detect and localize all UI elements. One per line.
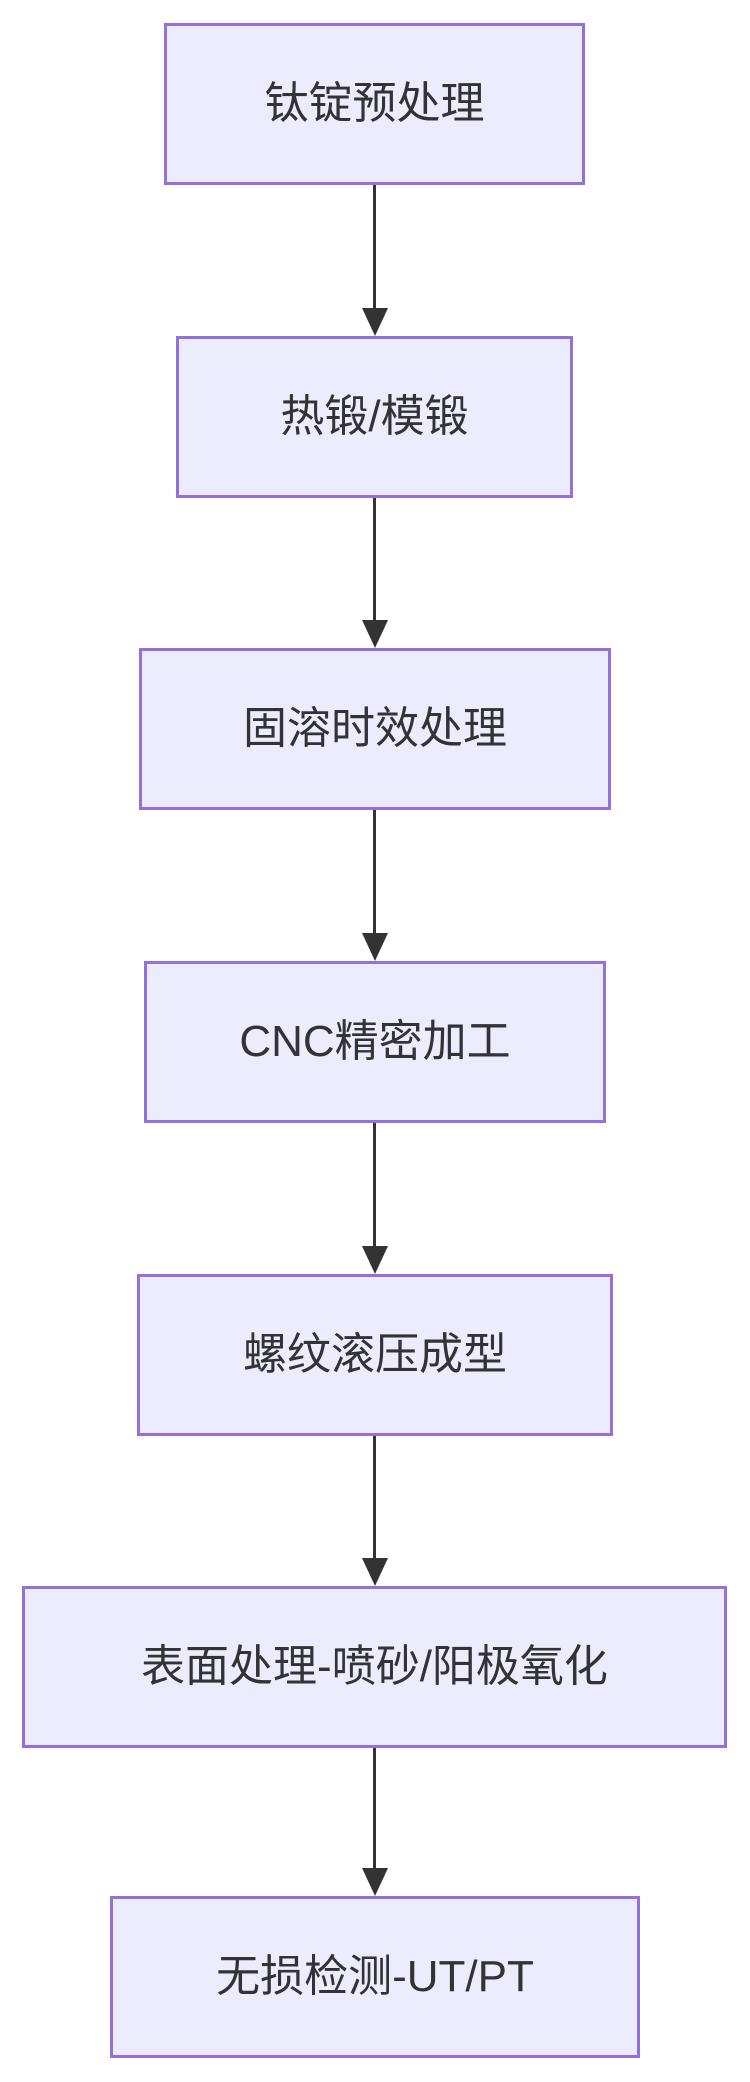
arrow-head-icon [362,1246,388,1274]
flow-node-thread-rolling: 螺纹滚压成型 [137,1274,613,1436]
flow-node-titanium-ingot-pretreatment: 钛锭预处理 [164,23,585,185]
flow-node-label: 表面处理-喷砂/阳极氧化 [141,1641,608,1691]
arrow-head-icon [362,1558,388,1586]
arrow-line [373,498,376,624]
flow-node-cnc-precision-machining: CNC精密加工 [144,961,606,1123]
flow-node-label: CNC精密加工 [239,1016,511,1066]
flow-arrow-3 [362,810,388,961]
flow-node-label: 无损检测-UT/PT [216,1951,534,2001]
arrow-line [373,185,376,312]
arrow-line [373,1748,376,1872]
arrow-line [373,810,376,937]
flow-node-hot-forging: 热锻/模锻 [176,336,573,498]
flow-arrow-1 [362,185,388,336]
flow-arrow-2 [362,498,388,648]
flow-arrow-4 [362,1123,388,1274]
arrow-line [373,1123,376,1250]
arrow-head-icon [362,1868,388,1896]
arrow-head-icon [362,620,388,648]
arrow-head-icon [362,933,388,961]
arrow-line [373,1436,376,1562]
flow-node-label: 固溶时效处理 [243,703,507,753]
flow-node-label: 螺纹滚压成型 [243,1329,507,1379]
flow-arrow-5 [362,1436,388,1586]
arrow-head-icon [362,308,388,336]
flow-arrow-6 [362,1748,388,1896]
flow-node-label: 热锻/模锻 [280,391,469,441]
flow-node-label: 钛锭预处理 [264,78,485,128]
flow-node-solution-aging-treatment: 固溶时效处理 [139,648,611,810]
flow-node-surface-treatment: 表面处理-喷砂/阳极氧化 [22,1586,727,1748]
flow-node-ndt-inspection: 无损检测-UT/PT [110,1896,640,2058]
